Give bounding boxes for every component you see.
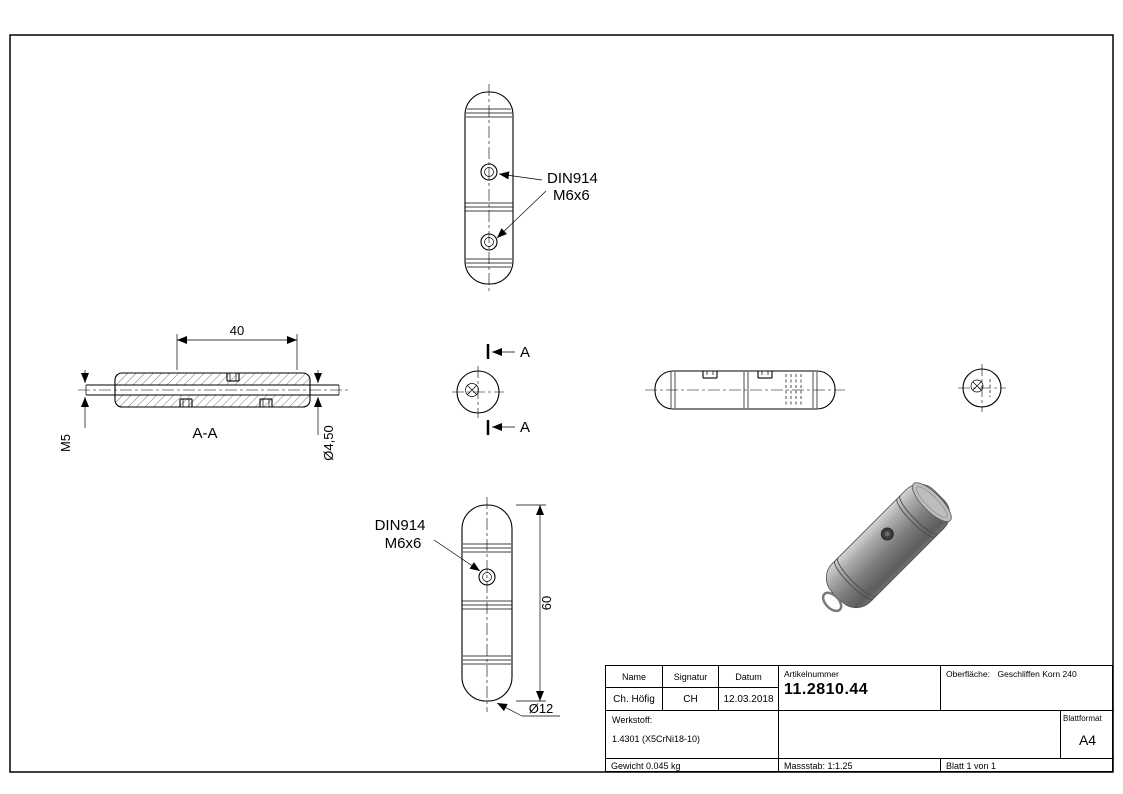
- label-m6x6-top: M6x6: [553, 187, 590, 204]
- titleblock-name-value: Ch. Höfig: [606, 688, 663, 711]
- titleblock-signatur-header: Signatur: [663, 666, 719, 688]
- dim-m5: M5: [58, 434, 73, 452]
- section-arrow-label-bottom: A: [520, 419, 530, 436]
- titleblock-empty-cell: [779, 711, 1061, 759]
- titleblock-blattformat-cell: Blattformat A4: [1061, 711, 1114, 759]
- dim-40: 40: [230, 323, 244, 338]
- artikelnummer-label: Artikelnummer: [784, 669, 839, 679]
- label-din914-top: DIN914: [547, 170, 598, 187]
- werkstoff-label: Werkstoff:: [612, 715, 653, 725]
- titleblock-datum-header: Datum: [719, 666, 779, 688]
- sheet-frame: [9, 34, 1114, 773]
- oberflaeche-label: Oberfläche:: [946, 669, 990, 679]
- label-m6x6-bottom: M6x6: [385, 535, 422, 552]
- werkstoff-value: 1.4301 (X5CrNi18-10): [612, 734, 701, 744]
- label-din914-bottom: DIN914: [375, 517, 426, 534]
- view-section-aa: 40 M5 Ø4,50 A-A: [58, 323, 348, 461]
- end-ring-3d: [821, 591, 843, 613]
- dim-diameter-12: Ø12: [529, 701, 554, 716]
- titleblock-massstab: Massstab: 1:1.25: [779, 759, 941, 772]
- dim-60: 60: [539, 596, 554, 610]
- titleblock-gewicht: Gewicht 0.045 kg: [606, 759, 779, 772]
- section-title: A-A: [192, 425, 217, 442]
- view-section-circle: A A: [452, 344, 530, 436]
- titleblock-name-header: Name: [606, 666, 663, 688]
- view-bottom-front: DIN914 M6x6 60 Ø12: [375, 497, 560, 717]
- view-end-circle: [958, 364, 1006, 412]
- view-isometric-3d: [821, 482, 952, 613]
- dim-diameter-450: Ø4,50: [321, 425, 336, 460]
- titleblock-oberflaeche-cell: Oberfläche: Geschliffen Korn 240: [941, 666, 1114, 711]
- titleblock-signatur-value: CH: [663, 688, 719, 711]
- artikelnummer-value: 11.2810.44: [784, 681, 869, 698]
- titleblock-werkstoff-cell: Werkstoff: 1.4301 (X5CrNi18-10): [606, 711, 779, 759]
- blattformat-value: A4: [1078, 732, 1097, 748]
- view-side: [645, 370, 845, 410]
- title-block: Name Signatur Datum Ch. Höfig CH 12.03.2…: [605, 665, 1114, 772]
- titleblock-datum-value: 12.03.2018: [719, 688, 779, 711]
- oberflaeche-value: Geschliffen Korn 240: [997, 669, 1077, 679]
- section-arrow-label-top: A: [520, 344, 530, 361]
- view-top-front: DIN914 M6x6: [464, 84, 598, 292]
- titleblock-blatt: Blatt 1 von 1: [946, 760, 997, 771]
- titleblock-artikelnummer-cell: Artikelnummer 11.2810.44: [779, 666, 941, 711]
- blattformat-label: Blattformat: [1063, 714, 1102, 723]
